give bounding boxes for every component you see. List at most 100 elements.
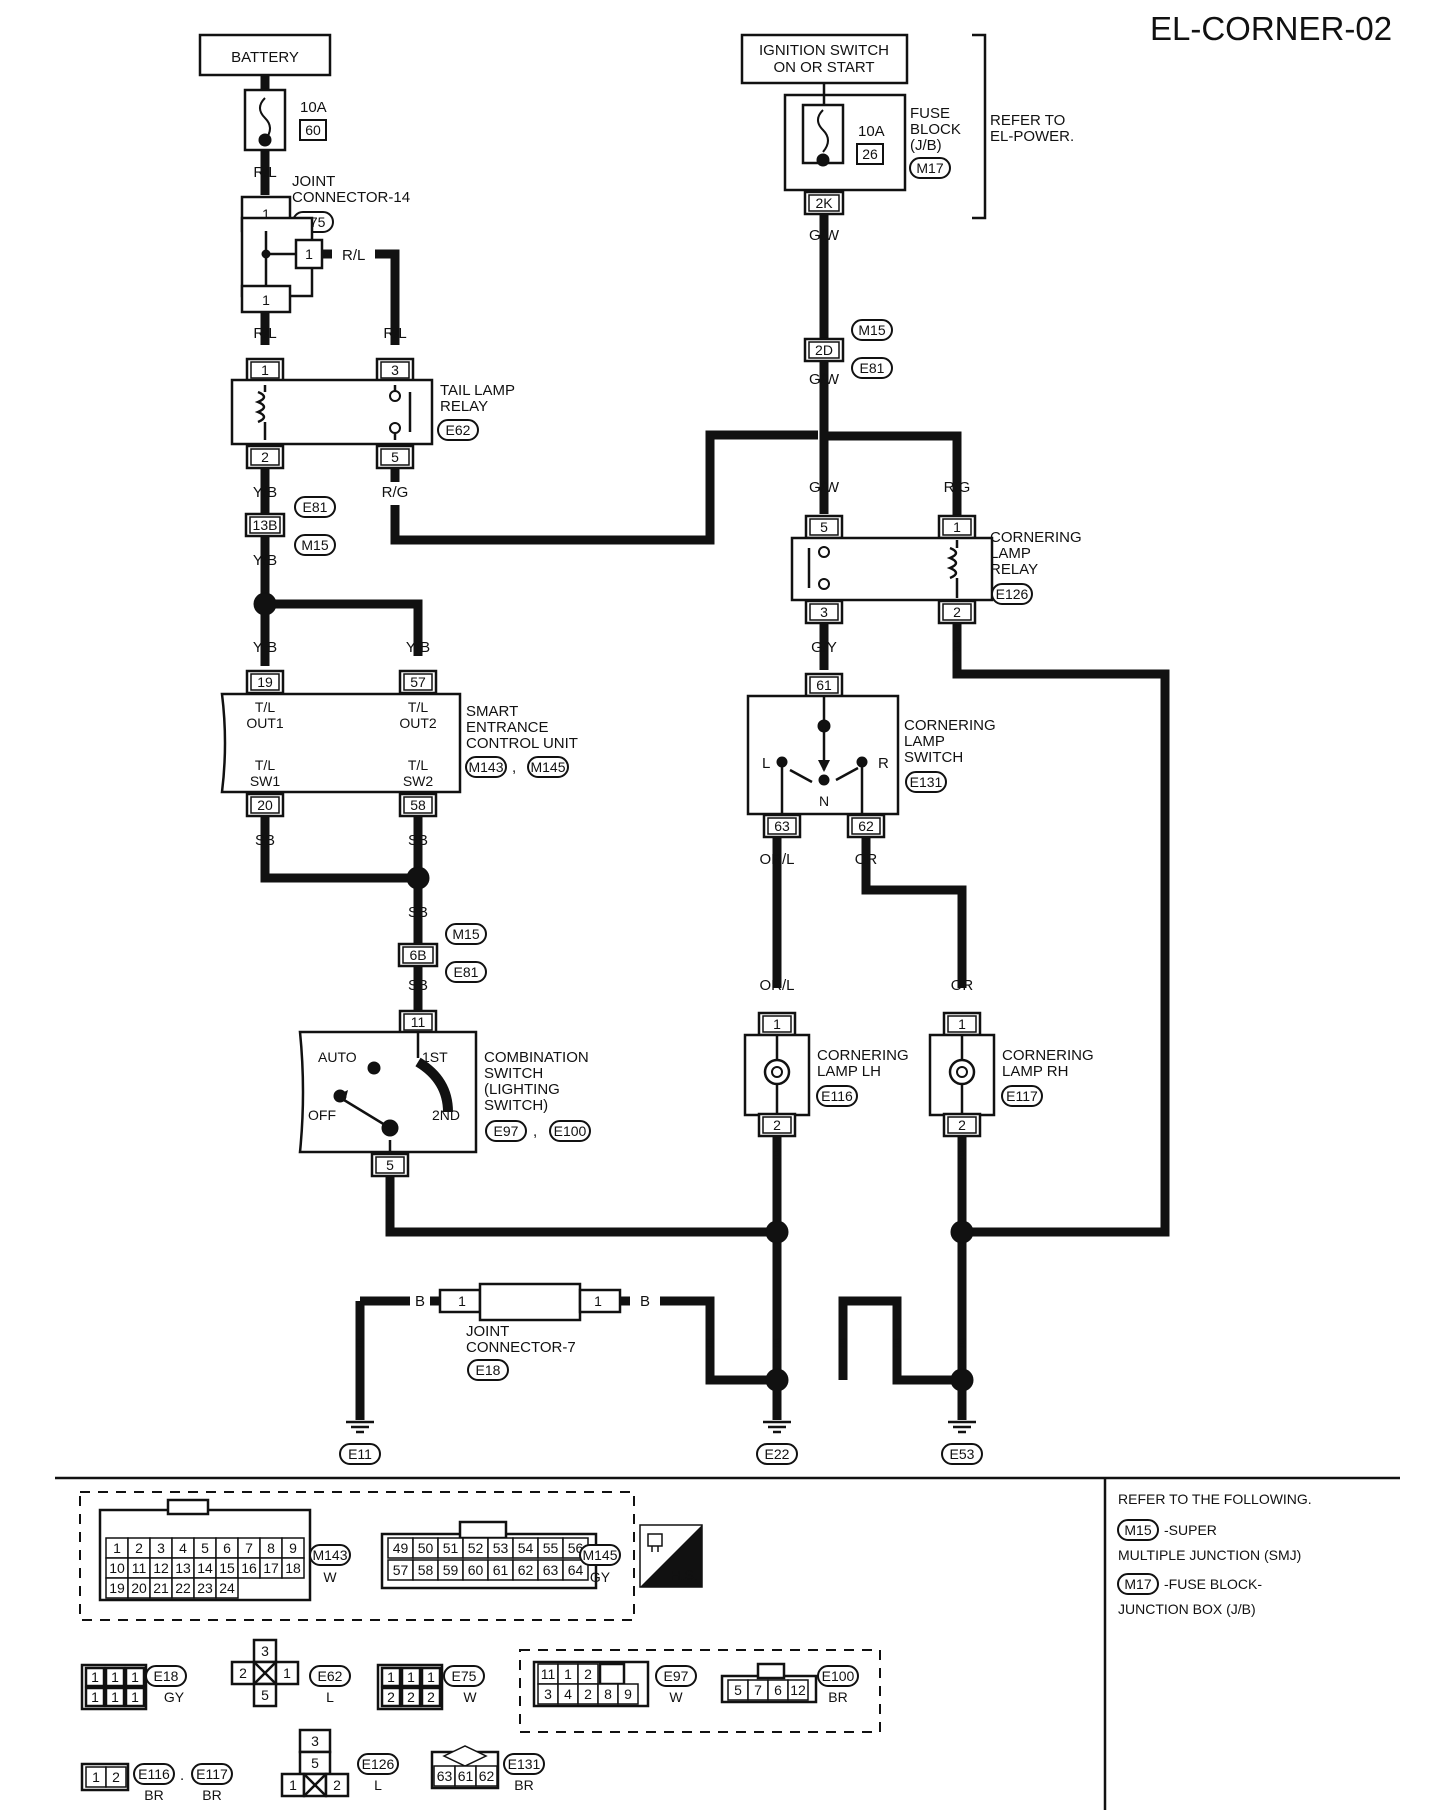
- lamp_lh-l2: LAMP LH: [817, 1063, 881, 1080]
- legend-e117-badge: [191, 1763, 233, 1785]
- combo-pin11: 11: [411, 1014, 426, 1030]
- legend-m17-badge: [1117, 1573, 1159, 1595]
- m145-r2-cell-label: 62: [518, 1562, 534, 1578]
- wire-sb-4: SB: [408, 977, 428, 994]
- secu-pin20: 20: [257, 797, 273, 813]
- e116-cell: [105, 1766, 127, 1788]
- e18-cell: [104, 1666, 126, 1688]
- smj3-c2: E81: [454, 964, 479, 980]
- wire: [838, 1296, 962, 1385]
- secu-c2: M145: [530, 759, 565, 775]
- tail-relay-body: [230, 378, 434, 446]
- e18-pin: 1: [111, 1689, 119, 1705]
- contact: [818, 546, 830, 558]
- wire-yb-2: Y/B: [253, 552, 277, 569]
- e18-cell: [84, 1666, 106, 1688]
- harness-group-2: [519, 1649, 881, 1733]
- wire: [265, 599, 423, 656]
- legend-e116-color: BR: [144, 1787, 163, 1803]
- e18-cell: [124, 1666, 146, 1688]
- contact: [389, 390, 401, 402]
- m143-r2-cell-label: 14: [197, 1560, 213, 1576]
- cs-l3: SWITCH: [904, 749, 963, 766]
- tail-relay-l1: TAIL LAMP: [440, 382, 515, 399]
- e62-p1: 1: [283, 1665, 291, 1681]
- legend-m17-desc2: JUNCTION BOX (J/B): [1118, 1601, 1256, 1617]
- e75-pin: 1: [407, 1669, 415, 1685]
- fuse-60-no: 60: [305, 122, 321, 138]
- e126-p2: 2: [333, 1777, 341, 1793]
- jc14-l1: JOINT: [292, 173, 335, 190]
- e18-pin: 1: [91, 1689, 99, 1705]
- smj1-c1-badge: [294, 496, 336, 518]
- e75-cell: [420, 1686, 442, 1708]
- cs-conn-badge: [905, 771, 947, 793]
- smj3-c1: M15: [452, 926, 479, 942]
- ground-e53-badge: [941, 1443, 983, 1465]
- m143-r1-cell-label: 9: [289, 1540, 297, 1556]
- lamp_lh-conn-badge: [816, 1085, 858, 1107]
- tail-relay-pin3-inner: [380, 361, 410, 379]
- combo-body: [298, 1030, 478, 1154]
- e75-pin: 1: [387, 1669, 395, 1685]
- harness-icon: [647, 1533, 663, 1552]
- cr-relay-l3: RELAY: [990, 561, 1038, 578]
- tail-relay-conn: E62: [446, 422, 471, 438]
- legend-e100-color: BR: [828, 1689, 847, 1705]
- smj3-pin: 6B: [409, 947, 426, 963]
- wire: [260, 816, 418, 883]
- legend-e116: E116: [138, 1766, 170, 1782]
- tail-relay-l2: RELAY: [440, 398, 488, 415]
- e126-c2: [324, 1772, 350, 1798]
- cr-relay-pin1-inner: [942, 518, 972, 536]
- legend-e75: E75: [452, 1668, 477, 1684]
- switch-arm: [343, 1098, 391, 1130]
- legend-refer-title: REFER TO THE FOLLOWING.: [1118, 1491, 1312, 1507]
- e62-c5: [252, 1682, 278, 1708]
- fuse-60-box: [243, 88, 287, 152]
- combo-1st: 1ST: [422, 1049, 448, 1065]
- wire-b-jl: B: [415, 1293, 425, 1310]
- secu-pin58-inner: [403, 796, 433, 814]
- fuse-60-amp: 10A: [300, 99, 327, 116]
- refer-l2: EL-POWER.: [990, 128, 1074, 145]
- e75-pin: 1: [427, 1669, 435, 1685]
- smj2-c2-badge: [851, 357, 893, 379]
- legend-m17-desc: -FUSE BLOCK-: [1164, 1576, 1262, 1592]
- tail-relay-pin5: 5: [391, 449, 399, 465]
- e97-r2-cell-label: 3: [544, 1686, 552, 1702]
- e62-p3: 3: [261, 1643, 269, 1659]
- cs-contact-n: [818, 774, 830, 786]
- fuse-26-no-box: [856, 143, 884, 165]
- wire-b-relay: B: [952, 639, 962, 656]
- ign-pin2k-inner: [808, 194, 840, 212]
- wire-gy: G/Y: [811, 639, 837, 656]
- fb-conn-badge: [909, 157, 951, 179]
- harness-group-1: [79, 1491, 635, 1621]
- smj2-pin-inner: [808, 341, 840, 359]
- jc14-pin-bot: 1: [262, 292, 270, 308]
- smj2-c2: E81: [860, 360, 885, 376]
- cr-relay-coil: [946, 546, 958, 580]
- secu-out1a: T/L: [255, 699, 275, 715]
- combo-pin5: 5: [386, 1157, 394, 1173]
- cs-pin63-inner: [767, 817, 797, 835]
- legend-m17: M17: [1124, 1576, 1151, 1592]
- legend-e62-badge: [309, 1665, 351, 1687]
- legend-e126: E126: [362, 1756, 395, 1772]
- e75-pin: 2: [407, 1689, 415, 1705]
- legend-m15-desc2: MULTIPLE JUNCTION (SMJ): [1118, 1547, 1301, 1563]
- e75-cell: [400, 1666, 422, 1688]
- m145-r1-cell-label: 53: [493, 1540, 509, 1556]
- m145-r2-cell-label: 58: [418, 1562, 434, 1578]
- refer-l1: REFER TO: [990, 112, 1065, 129]
- tail-relay-conn-badge: [437, 419, 479, 441]
- cr-relay-pin5: 5: [820, 519, 828, 535]
- tail-relay-pin1: 1: [261, 362, 269, 378]
- m143-r2-cell-label: 11: [132, 1560, 147, 1576]
- cs-pin61: 61: [816, 677, 832, 693]
- lamp_rh-l1: CORNERING: [1002, 1047, 1094, 1064]
- wire-sb-3: SB: [408, 904, 428, 921]
- e18-pin: 1: [131, 1669, 139, 1685]
- wire-sb-2: SB: [408, 832, 428, 849]
